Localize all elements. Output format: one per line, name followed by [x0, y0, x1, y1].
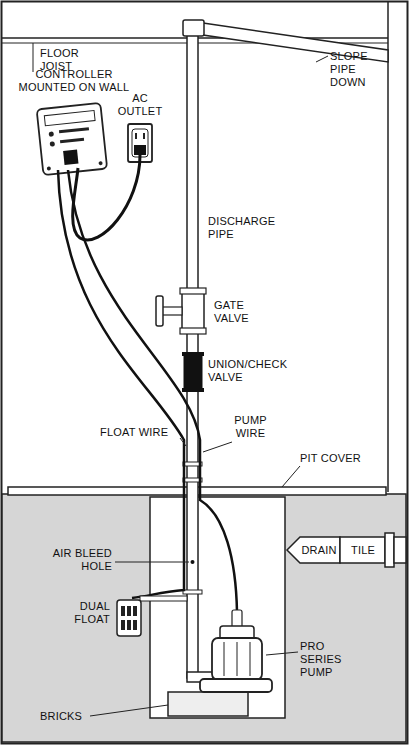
screw	[47, 166, 51, 170]
part-label: PRO SERIES PUMP	[300, 640, 362, 679]
leader-line	[115, 562, 189, 563]
part-label: PIT COVER	[300, 452, 380, 465]
tile-coupling	[385, 533, 394, 567]
valve-handle	[156, 296, 163, 326]
power-cord	[73, 155, 140, 240]
float-bracket	[140, 596, 187, 601]
check-valve-ring	[182, 388, 204, 392]
leader-line	[33, 43, 34, 72]
part-label: UNION/CHECK VALVE	[208, 358, 290, 384]
float-slot	[121, 620, 125, 630]
pump-base	[200, 679, 272, 692]
float-slot	[127, 606, 131, 616]
leader-line	[203, 442, 232, 452]
part-label: BRICKS	[40, 710, 100, 723]
screw	[98, 161, 102, 165]
outlet-slot	[135, 133, 137, 139]
pump-rib	[250, 642, 251, 676]
controller-panel	[44, 111, 95, 126]
leader-line	[282, 466, 300, 487]
leader-line	[266, 652, 298, 655]
wire-clamp	[183, 590, 202, 594]
wall-line	[387, 2, 389, 492]
pump-rib	[224, 642, 225, 676]
bricks	[168, 692, 248, 716]
float-wire	[58, 170, 184, 598]
float-slot	[133, 620, 137, 630]
part-label: TILE	[341, 544, 385, 557]
pipe-elbow	[183, 20, 204, 36]
plug-socket	[63, 150, 78, 165]
check-valve-ring	[182, 352, 204, 356]
valve-flange	[180, 288, 206, 294]
outlet-slot	[143, 133, 145, 139]
gate-valve	[182, 292, 204, 330]
controller	[37, 103, 108, 175]
drain-arrow	[287, 537, 340, 563]
part-label: GATE VALVE	[214, 299, 264, 325]
part-label: DUAL FLOAT	[60, 600, 110, 626]
valve-stem	[162, 307, 182, 315]
outlet-face	[132, 129, 148, 157]
float-slot	[133, 606, 137, 616]
leader-line	[90, 705, 168, 716]
drain-tile	[340, 537, 385, 563]
part-label: FLOAT WIRE	[100, 426, 190, 439]
air-bleed-hole	[191, 560, 195, 564]
indicator-light	[50, 141, 55, 146]
part-label: AIR BLEED HOLE	[50, 547, 112, 573]
check-valve	[184, 355, 202, 389]
float-slot	[127, 620, 131, 630]
pump-rib	[237, 642, 238, 676]
dual-float	[117, 600, 141, 636]
part-label: CONTROLLER MOUNTED ON WALL	[12, 68, 136, 94]
controller-text-mark	[59, 127, 89, 133]
pump-motor	[212, 638, 262, 680]
ground	[2, 494, 406, 742]
leader-line	[316, 56, 328, 62]
valve-flange	[180, 328, 206, 334]
plug	[134, 145, 146, 155]
part-label: AC OUTLET	[115, 92, 165, 118]
float-slot	[121, 606, 125, 616]
drain-tile	[394, 537, 406, 563]
controller-box	[37, 103, 108, 175]
indicator-light	[49, 131, 54, 136]
part-label: DISCHARGE PIPE	[208, 215, 280, 241]
controller-text-mark	[60, 138, 84, 143]
part-label: PUMP WIRE	[228, 414, 273, 440]
part-label: SLOPE PIPE DOWN	[330, 50, 375, 89]
leader-line	[180, 438, 186, 446]
part-label: DRAIN	[298, 544, 340, 557]
